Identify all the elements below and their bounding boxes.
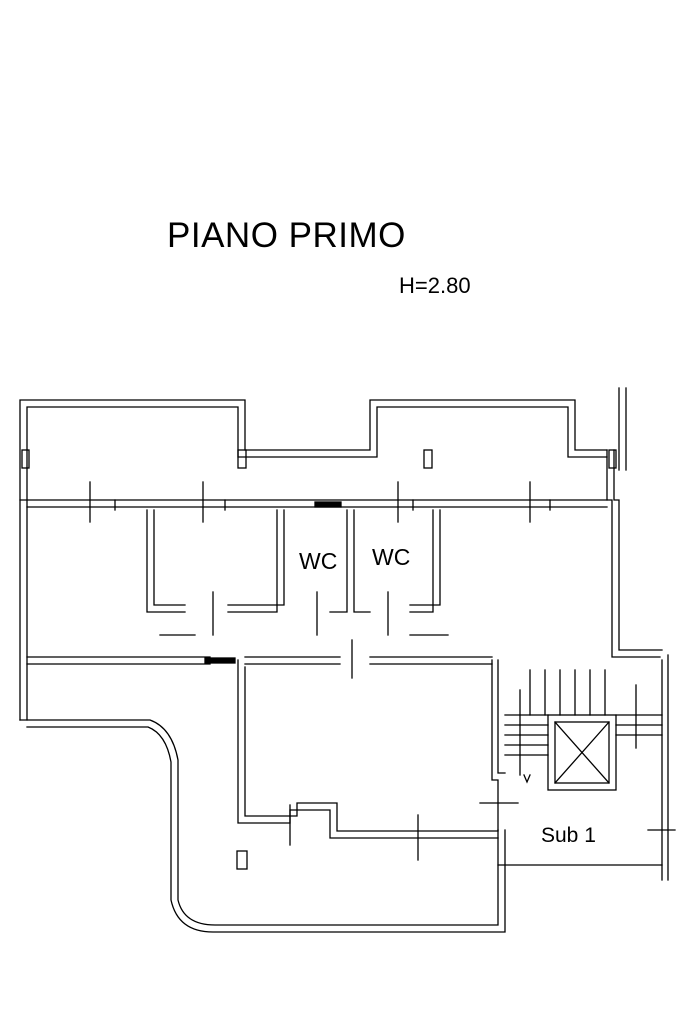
- outer-walls: [19, 387, 663, 933]
- stair-and-lift: [504, 669, 663, 791]
- floor-title: PIANO PRIMO: [167, 216, 406, 255]
- unit-label: Sub 1: [541, 824, 596, 847]
- wc-right-label: WC: [372, 544, 410, 570]
- wc-left-label: WC: [299, 548, 337, 574]
- floor-height-label: H=2.80: [399, 273, 471, 298]
- interior-walls: [21, 449, 676, 881]
